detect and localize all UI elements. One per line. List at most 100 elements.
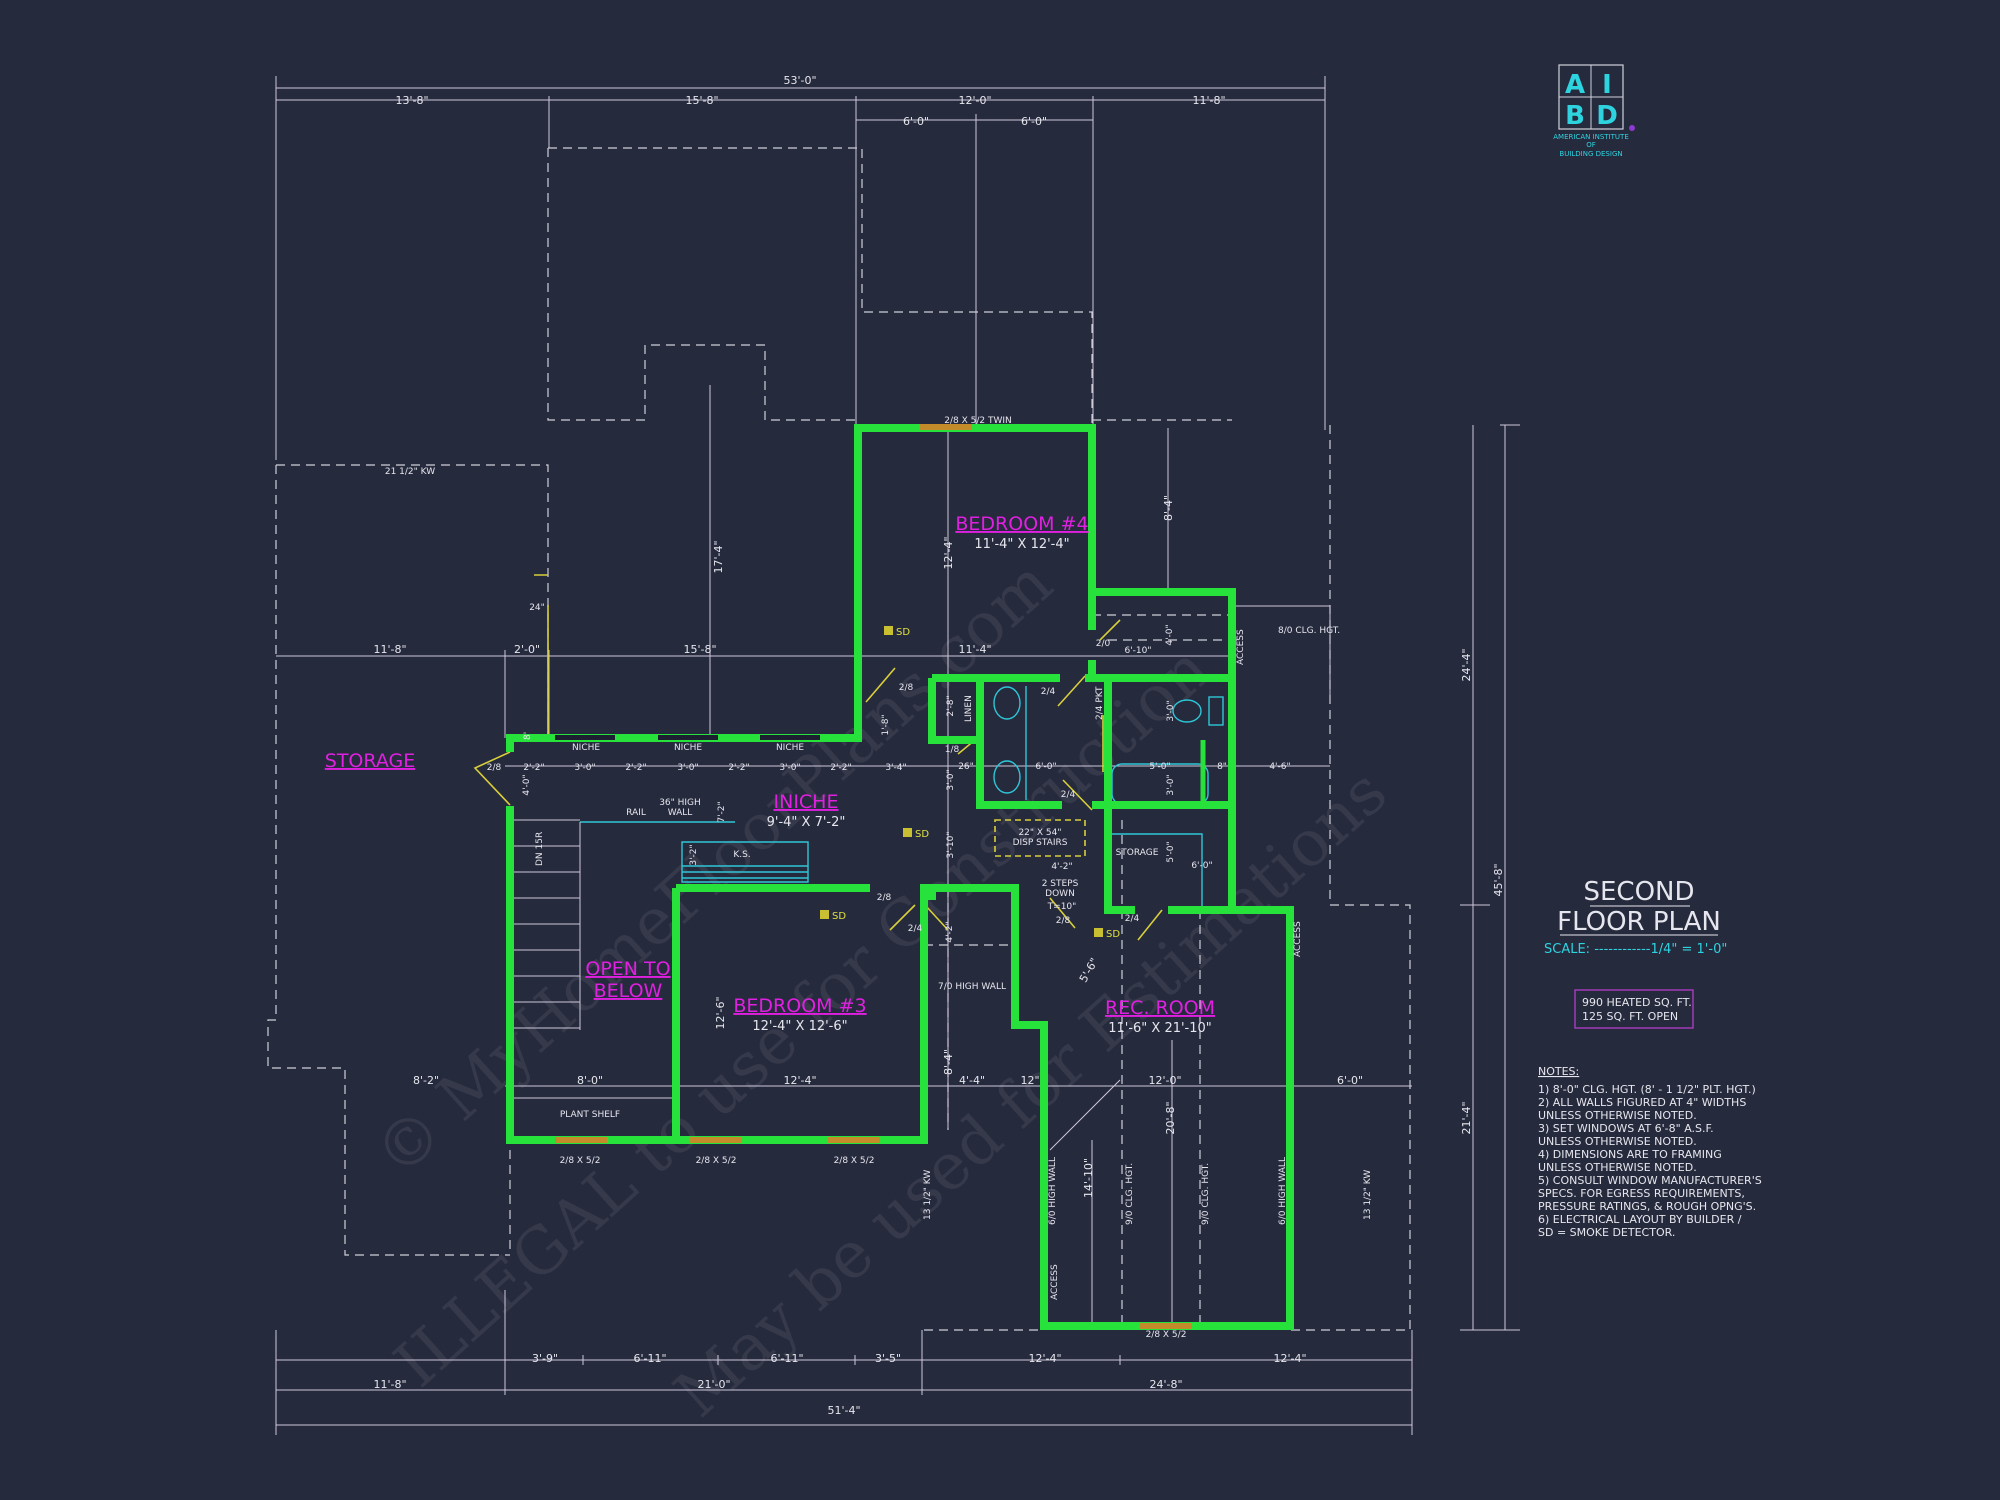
- toilet-tank: [1208, 696, 1224, 726]
- high-wall-label: 6/0 HIGH WALL: [1048, 1157, 1058, 1225]
- dim-overall-bottom: 51'-4": [827, 1404, 860, 1417]
- linen-label: LINEN: [964, 695, 974, 722]
- dim: 8'-2": [413, 1074, 439, 1087]
- room-storage: STORAGE: [325, 750, 415, 772]
- storage-closet-label: STORAGE: [1116, 848, 1159, 858]
- dim: 11'-4": [958, 643, 991, 656]
- plan-scale: SCALE: ------------1/4" = 1'-0": [1544, 942, 1727, 957]
- ceiling-height-label: 9/0 CLG. HGT.: [1125, 1163, 1135, 1225]
- stair-down-label: DN 15R: [535, 832, 545, 866]
- ceiling-height-label: 8/0 CLG. HGT.: [1278, 626, 1340, 636]
- dim: 2'-8": [946, 695, 956, 716]
- dim: 4'-2": [945, 921, 955, 942]
- room-size: 12'-4" X 12'-6": [752, 1019, 847, 1034]
- logo-letter: A: [1565, 70, 1585, 100]
- annotation-labels: 2/8 X 5/2 TWIN 21 1/2" KW 24" 8/0 CLG. H…: [385, 416, 1373, 1340]
- dim: 24'-4": [1460, 648, 1473, 681]
- smoke-detector-icon: [1094, 928, 1103, 937]
- room-open-to-below: BELOW: [594, 980, 663, 1002]
- aibd-logo: A I B D AMERICAN INSTITUTE OF BUILDING D…: [1553, 64, 1635, 158]
- dim: 12'-4": [942, 536, 955, 569]
- door-label: 2/4 PKT: [1095, 686, 1105, 720]
- access-label: ACCESS: [1293, 921, 1303, 957]
- dim: 21'-4": [1460, 1101, 1473, 1134]
- title-block: SECOND FLOOR PLAN SCALE: ------------1/4…: [1538, 877, 1762, 1239]
- note-line: 3) SET WINDOWS AT 6'-8" A.S.F.: [1538, 1122, 1714, 1135]
- logo-letter: B: [1565, 101, 1585, 131]
- dim: 1'-8": [881, 714, 891, 735]
- plant-shelf-label: PLANT SHELF: [560, 1110, 620, 1120]
- logo-text: BUILDING DESIGN: [1559, 150, 1622, 158]
- niche-label: NICHE: [776, 743, 804, 753]
- windows: [555, 424, 1192, 1329]
- dim: 24": [529, 603, 545, 613]
- high-wall-label: 7/0 HIGH WALL: [938, 982, 1006, 992]
- dim: 8'-4": [1162, 495, 1175, 521]
- note-line: UNLESS OTHERWISE NOTED.: [1538, 1161, 1697, 1174]
- dimension-lines: [275, 76, 1520, 1435]
- dim: 6'-11": [770, 1352, 803, 1365]
- dim: 6'-0": [1337, 1074, 1363, 1087]
- dim: 45'-8": [1492, 863, 1505, 896]
- dim: 11'-8": [373, 1378, 406, 1391]
- dim: 2'-2": [523, 763, 544, 773]
- dim: 21'-0": [697, 1378, 730, 1391]
- sd-label: SD: [1106, 929, 1120, 940]
- dim: 12'-4": [1028, 1352, 1061, 1365]
- sd-label: SD: [915, 829, 929, 840]
- dim: 7'-2": [717, 801, 727, 822]
- dim: 4'-6": [1269, 762, 1290, 772]
- logo-text: OF: [1586, 141, 1596, 149]
- access-label: ACCESS: [1236, 629, 1246, 665]
- steps-label: 2 STEPS: [1042, 879, 1079, 889]
- door-label: 2/8: [1056, 916, 1071, 926]
- niche-recess: [760, 735, 820, 740]
- dim: 2'-2": [625, 763, 646, 773]
- door-label: 2/4: [1061, 790, 1076, 800]
- note-line: 4) DIMENSIONS ARE TO FRAMING: [1538, 1148, 1722, 1161]
- dim: 6'-0": [1035, 762, 1056, 772]
- dim: 12'-4": [783, 1074, 816, 1087]
- note-line: UNLESS OTHERWISE NOTED.: [1538, 1135, 1697, 1148]
- dimension-text: 53'-0" 13'-8" 15'-8" 12'-0" 11'-8" 6'-0"…: [373, 74, 1505, 1417]
- open-area: 125 SQ. FT. OPEN: [1582, 1010, 1678, 1023]
- smoke-detector-icon: [820, 910, 829, 919]
- note-line: 6) ELECTRICAL LAYOUT BY BUILDER /: [1538, 1213, 1742, 1226]
- window-label: 2/8 X 5/2: [1146, 1330, 1187, 1340]
- door-label: 2/0: [1096, 639, 1111, 649]
- sd-label: SD: [832, 911, 846, 922]
- dim: 5'-6": [1077, 956, 1101, 985]
- door-label: 2/4: [1125, 914, 1140, 924]
- room-size: 9'-4" X 7'-2": [767, 815, 846, 830]
- dim: 14'-10": [1082, 1158, 1095, 1198]
- note-line: 1) 8'-0" CLG. HGT. (8' - 1 1/2" PLT. HGT…: [1538, 1083, 1756, 1096]
- note-line: UNLESS OTHERWISE NOTED.: [1538, 1109, 1697, 1122]
- dim: 6'-10": [1124, 646, 1151, 656]
- dim: 11'-8": [1192, 94, 1225, 107]
- knee-wall-label: 13 1/2" KW: [1363, 1170, 1373, 1220]
- room-labels: STORAGE BEDROOM #4 11'-4" X 12'-4" INICH…: [325, 513, 1215, 1036]
- window: [920, 424, 972, 430]
- high-wall-label: WALL: [668, 808, 693, 818]
- dim: 3'-0": [574, 763, 595, 773]
- heated-area: 990 HEATED SQ. FT.: [1582, 996, 1692, 1009]
- room-size: 11'-4" X 12'-4": [974, 537, 1069, 552]
- dim: 12": [1020, 1074, 1039, 1087]
- dim: 8'-0": [577, 1074, 603, 1087]
- dim: 2/8: [487, 763, 502, 773]
- note-line: PRESSURE RATINGS, & ROUGH OPNG'S.: [1538, 1200, 1756, 1213]
- window: [1140, 1323, 1192, 1329]
- window: [555, 1137, 607, 1143]
- plan-title: FLOOR PLAN: [1557, 907, 1721, 937]
- dim: 2'-2": [830, 763, 851, 773]
- dim: 8'-4": [942, 1049, 955, 1075]
- dim: 3'-10": [946, 831, 956, 858]
- watermark: © MyHomeFloorPlans.com ILLEGAL to use fo…: [361, 546, 1401, 1432]
- sink: [993, 760, 1021, 794]
- dim: 8': [523, 732, 533, 740]
- dim-overall-top: 53'-0": [783, 74, 816, 87]
- ceiling-height-label: 9/0 CLG. HGT.: [1201, 1163, 1211, 1225]
- dim: 3'-9": [532, 1352, 558, 1365]
- room-bedroom-4: BEDROOM #4: [955, 513, 1088, 535]
- steps-label: DOWN: [1045, 889, 1075, 899]
